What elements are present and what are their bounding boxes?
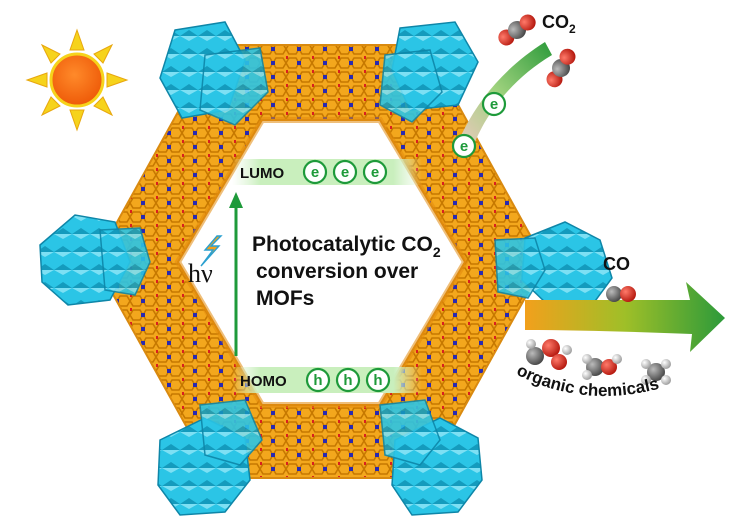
homo-band: HOMO h h h (232, 367, 422, 393)
lumo-electron-1: e (304, 161, 326, 183)
homo-hole-1-label: h (313, 372, 322, 389)
co-label: CO (603, 254, 630, 274)
transfer-electron-1-label: e (490, 96, 498, 113)
lumo-electron-3: e (364, 161, 386, 183)
lumo-electron-3-label: e (371, 164, 379, 181)
lumo-band: LUMO e e e (232, 159, 422, 185)
lumo-electron-1-label: e (311, 164, 319, 181)
homo-hole-1: h (307, 369, 329, 391)
light-label: hν (188, 259, 213, 288)
caption: Photocatalytic CO2 conversion over MOFs (252, 233, 441, 310)
co2-molecule-icon (495, 11, 540, 50)
caption-line-2: conversion over (256, 260, 418, 283)
excitation-arrow (229, 192, 243, 356)
transfer-electron-1: e (483, 93, 505, 115)
transfer-electron-2: e (453, 135, 475, 157)
caption-line-1: Photocatalytic CO2 (252, 233, 441, 260)
homo-hole-3: h (367, 369, 389, 391)
co2-label: CO2 (542, 12, 576, 36)
cluster-bottom-left (158, 400, 262, 515)
cluster-top-right (380, 22, 478, 122)
lumo-electron-2: e (334, 161, 356, 183)
organic-molecule-icon (526, 339, 572, 370)
homo-label: HOMO (240, 373, 287, 390)
homo-hole-3-label: h (373, 372, 382, 389)
homo-hole-2-label: h (343, 372, 352, 389)
cluster-left (40, 215, 150, 305)
sun-icon (27, 30, 127, 130)
homo-hole-2: h (337, 369, 359, 391)
lumo-label: LUMO (240, 165, 284, 182)
transfer-electron-2-label: e (460, 138, 468, 155)
co-molecule-icon (606, 286, 636, 302)
organic-molecule-icon (582, 354, 622, 380)
cluster-bottom-right (380, 400, 482, 515)
caption-line-3: MOFs (256, 287, 314, 310)
lumo-electron-2-label: e (341, 164, 349, 181)
